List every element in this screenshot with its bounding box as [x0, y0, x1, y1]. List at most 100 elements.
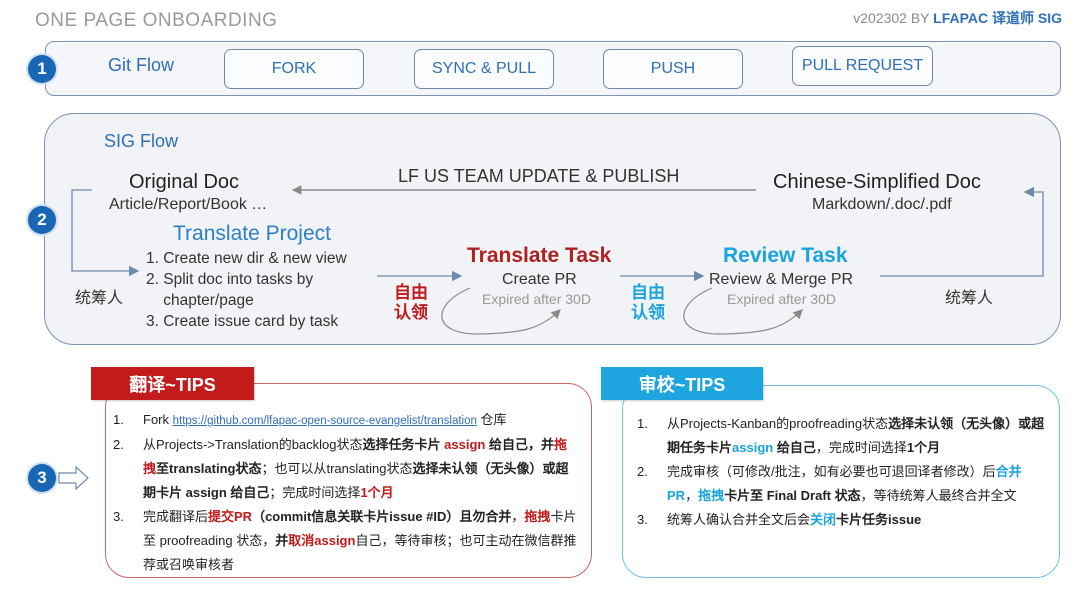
sig-flow-label: SIG Flow [104, 131, 179, 151]
tip-item: 2. 完成审核（可修改/批注，如有必要也可退回译者修改）后合并PR，拖拽卡片至 F… [637, 460, 1047, 508]
tip-item: 1. 从Projects-Kanban的proofreading状态选择未认领（无… [637, 412, 1047, 460]
repo-link[interactable]: https://github.com/lfapac-open-source-ev… [172, 415, 477, 427]
tip-text-run: 统筹人确认合并全文后会 [667, 512, 811, 527]
tip-text-run: assign [732, 440, 774, 455]
tip-number: 3. [637, 512, 648, 527]
tip-text-run: 选择未认领（无头像）或超期卡片 assign 给自己 [143, 461, 569, 500]
tip-text-run: ， [511, 509, 525, 524]
translate-task-note: Expired after 30D [482, 291, 591, 307]
claim-line: 自由 [631, 283, 665, 302]
claim-line: 认领 [394, 303, 428, 322]
translate-project-step: 3. Create issue card by task [146, 313, 339, 330]
tip-text: 从Projects->Translation的backlog状态选择任务卡片 a… [143, 433, 578, 505]
translate-project-title: Translate Project [173, 222, 331, 245]
tip-item: 1. Fork https://github.com/lfapac-open-so… [113, 408, 578, 433]
tip-item: 3. 统筹人确认合并全文后会关闭卡片任务issue [637, 508, 1047, 532]
tip-text-run: 自己，等待审核；也可主动在微信群推荐或召唤审核者 [143, 533, 577, 572]
tip-text-run: assign [444, 437, 486, 452]
right-loop-arrow [880, 186, 1044, 277]
tip-text-run: 给自己，并 [485, 437, 554, 452]
step-number-2: 2 [28, 206, 56, 234]
review-task-note: Expired after 30D [727, 291, 836, 307]
translate-task-title: Translate Task [467, 244, 612, 267]
tip-text-run: 合并PR [667, 464, 1022, 503]
tip-text-run: （commit信息关联卡片issue #ID）且勿合并 [252, 509, 512, 524]
git-flow-label: Git Flow [108, 55, 175, 75]
page-title: ONE PAGE ONBOARDING [35, 10, 278, 31]
pull-request-button[interactable]: PULL REQUEST [792, 46, 933, 86]
tip-text-run: ，等待统筹人最终合并全文 [860, 488, 1017, 503]
tip-text-run: 卡片任务issue [836, 512, 922, 527]
version-credit: v202302 BY LFAPAC 译道师 SIG [853, 8, 1062, 28]
original-doc-title: Original Doc [129, 171, 240, 193]
coordinator-right: 统筹人 [945, 290, 994, 307]
tip-text-run: ；完成时间选择 [269, 485, 361, 500]
translate-task-action: Create PR [502, 271, 577, 288]
tip-text: Fork https://github.com/lfapac-open-sour… [143, 408, 578, 433]
tip-number: 1. [113, 412, 124, 427]
tip-text-run: 取消assign [288, 533, 356, 548]
tip-text-run: 选择任务卡片 [362, 437, 445, 452]
tip-number: 3. [113, 509, 124, 524]
tip-number: 1. [637, 416, 648, 431]
free-claim-label-2: 自由 认领 [631, 283, 665, 323]
translate-tips-list: 1. Fork https://github.com/lfapac-open-so… [113, 408, 578, 577]
coordinator-left: 统筹人 [75, 290, 124, 307]
tip-item: 2. 从Projects->Translation的backlog状态选择任务卡片… [113, 433, 578, 505]
free-claim-label-1: 自由 认领 [394, 283, 428, 323]
tip-text-run: 1个月 [360, 485, 394, 500]
tip-text: 从Projects-Kanban的proofreading状态选择未认领（无头像… [667, 412, 1047, 460]
tip-text: 完成翻译后提交PR（commit信息关联卡片issue #ID）且勿合并，拖拽卡… [143, 505, 578, 577]
translate-tips-tag: 翻译~TIPS [91, 367, 254, 400]
tip-text-run: 拖拽 [143, 437, 567, 476]
left-loop-arrow [71, 189, 140, 277]
right-arrow-icon [58, 465, 89, 491]
translate-loop [441, 287, 561, 335]
tip-text: 完成审核（可修改/批注，如有必要也可退回译者修改）后合并PR，拖拽卡片至 Fin… [667, 460, 1047, 508]
sync-pull-button[interactable]: SYNC & PULL [414, 49, 554, 89]
tip-text-run: 完成审核（可修改/批注，如有必要也可退回译者修改）后 [667, 464, 996, 479]
translate-project-steps: 1. Create new dir & new view 2. Split do… [146, 248, 347, 332]
translate-tips-box [105, 383, 592, 578]
translate-project-step: 2. Split doc into tasks by [146, 271, 314, 288]
tip-text-run: 1个月 [906, 440, 941, 455]
tip-number: 2. [637, 464, 648, 479]
version-prefix: v202302 BY [853, 10, 930, 26]
review-tips-tag: 审校~TIPS [601, 367, 763, 400]
sig-flow-panel [44, 113, 1061, 345]
push-button[interactable]: PUSH [603, 49, 743, 89]
step-number-3: 3 [28, 464, 56, 492]
tip-text-run: 并 [275, 533, 289, 548]
tip-text-run: 拖拽 [698, 488, 725, 503]
tip-text-run: ；也可以从translating状态 [261, 461, 413, 476]
review-loop [683, 287, 803, 335]
original-doc-subtitle: Article/Report/Book … [109, 196, 268, 213]
tip-text-run: 完成翻译后 [143, 509, 209, 524]
tip-text-run: ， [685, 488, 699, 503]
publish-label: LF US TEAM UPDATE & PUBLISH [398, 166, 680, 186]
tip-number: 2. [113, 437, 124, 452]
tip-text-run: 仓库 [476, 412, 507, 427]
tip-text-run: 卡片至 Final Draft 状态 [724, 488, 861, 503]
tip-text-run: 拖拽 [524, 509, 551, 524]
fork-button[interactable]: FORK [224, 49, 364, 89]
tip-text-run: 卡片至 proofreading 状态， [143, 509, 577, 548]
review-task-action: Review & Merge PR [709, 271, 854, 288]
tip-text-run: Fork [143, 412, 173, 427]
tip-item: 3.完成翻译后提交PR（commit信息关联卡片issue #ID）且勿合并，拖… [113, 505, 578, 577]
review-task-title: Review Task [723, 244, 848, 267]
chinese-doc-title: Chinese-Simplified Doc [773, 171, 981, 193]
chinese-doc-subtitle: Markdown/.doc/.pdf [812, 196, 952, 213]
tip-text-run: 给自己 [773, 440, 816, 455]
claim-line: 认领 [631, 303, 665, 322]
step-number-1: 1 [28, 55, 56, 83]
tip-text-run: ，完成时间选择 [815, 440, 907, 455]
tip-text-run: 从Projects->Translation的backlog状态 [143, 437, 363, 452]
tip-text: 统筹人确认合并全文后会关闭卡片任务issue [667, 508, 1047, 532]
tip-text-run: 从Projects-Kanban的proofreading状态 [667, 416, 889, 431]
tip-text-run: 至translating状态 [156, 461, 262, 476]
tip-text-run: 关闭 [810, 512, 837, 527]
claim-line: 自由 [394, 283, 428, 302]
version-org: LFAPAC 译道师 SIG [933, 10, 1062, 26]
